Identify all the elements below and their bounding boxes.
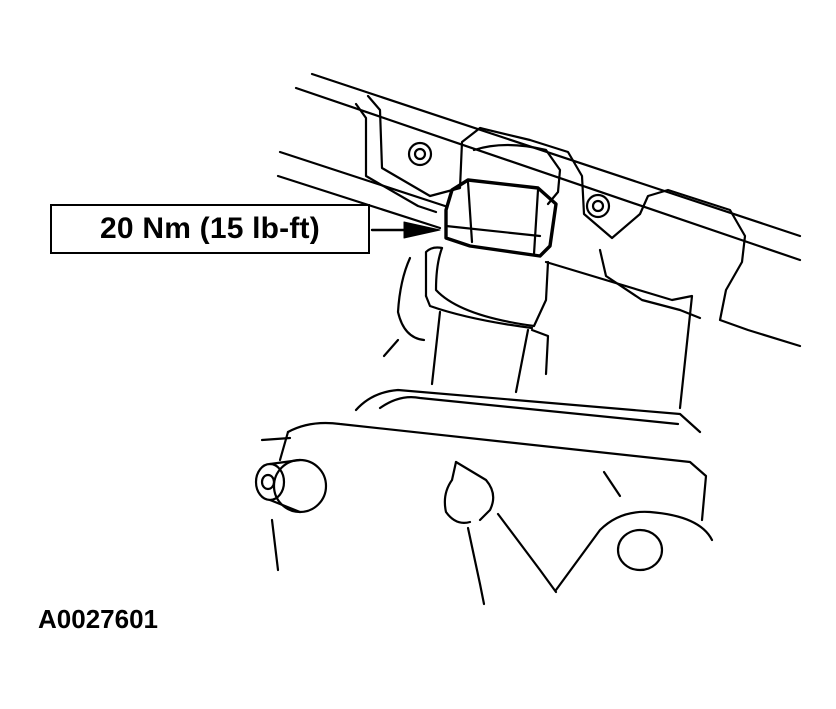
lower-housing [554, 470, 714, 592]
bolt-boss-right [585, 193, 611, 219]
mounting-stud [254, 458, 328, 514]
housing-rib-frame [354, 94, 802, 348]
pivot-arm [443, 460, 558, 606]
sensor-body [424, 246, 550, 394]
bolt-boss-left [407, 141, 433, 167]
lower-flange [260, 388, 708, 572]
housing-side-body [382, 256, 694, 410]
sensor-hex-nut [444, 143, 562, 258]
arrow-right-icon [370, 221, 441, 239]
figure-id: A0027601 [38, 604, 158, 634]
torque-label: 20 Nm (15 lb-ft) [100, 212, 320, 245]
torque-callout-box: 20 Nm (15 lb-ft) [50, 204, 370, 254]
